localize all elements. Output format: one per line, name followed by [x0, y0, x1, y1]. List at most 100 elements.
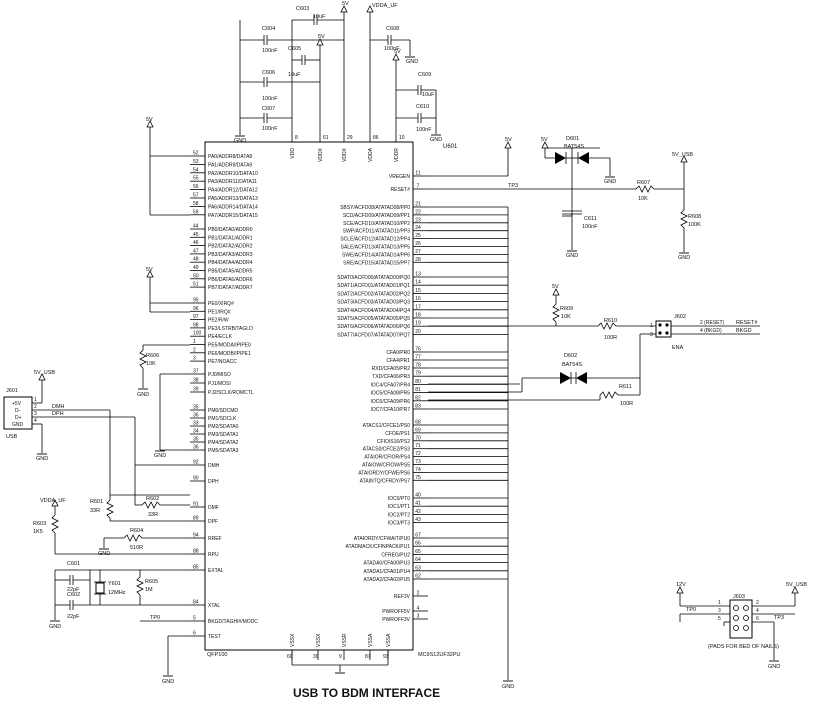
r609-ref: R609 — [560, 306, 573, 312]
bdm-header-wiring — [428, 295, 760, 401]
pin-number: 6 — [193, 631, 196, 637]
r607-ref: R607 — [637, 180, 650, 186]
pin-label: IOC7/CFA10/PR7 — [371, 407, 411, 413]
pin-number: 5 — [193, 616, 196, 622]
pin-number: 67 — [415, 533, 421, 539]
pin-label: PE0/XIRQ# — [208, 301, 234, 307]
pin-number: 27 — [415, 249, 421, 255]
pin-number: 86 — [373, 135, 379, 141]
pin-number: 77 — [415, 355, 421, 361]
pin-number: 38 — [193, 378, 199, 384]
pin-label: CFIOIS16/PS2 — [377, 439, 410, 445]
r603-ref: R603 — [33, 521, 46, 527]
c601-val: 22pF — [67, 587, 80, 593]
j601-pin1: +5V — [12, 401, 22, 407]
pin-label: SDAT2/ACFD02/ATATAD02/PQ2 — [337, 291, 410, 297]
pin-label: RPU — [208, 552, 219, 558]
pin-number: 28 — [415, 257, 421, 263]
pin-label: VSSA — [368, 633, 374, 647]
pin-number: 51 — [193, 282, 199, 288]
net-tp3-a: TP3 — [508, 183, 518, 189]
pin-number: 88 — [193, 549, 199, 555]
pin-label: IOC4/CFA07/PR4 — [371, 382, 411, 388]
pin-number: 7 — [417, 184, 420, 190]
pin-number: 20 — [415, 329, 421, 335]
pin-label: VREGEN — [389, 174, 411, 180]
pin-number: 11 — [415, 171, 420, 177]
pin-number: 68 — [415, 420, 421, 426]
c604-val: 100nF — [262, 48, 278, 54]
c610-val: 100nF — [416, 127, 432, 133]
pin-number: 54 — [193, 167, 199, 173]
pin-number: 87 — [365, 654, 371, 660]
r605-ref: R605 — [145, 579, 158, 585]
pin-label: IOC5/CFA08/PR5 — [371, 391, 411, 397]
j603-num3: 3 — [718, 608, 721, 614]
c611-ref: C611 — [584, 216, 597, 222]
pin-label: SDAT4/ACFD04/ATATAD04/PQ4 — [337, 308, 410, 314]
net-tp0-b: TP0 — [686, 607, 696, 613]
pin-label: VDDA — [368, 147, 374, 162]
net-gnd-e: GND — [154, 453, 166, 459]
pin-number: 9 — [339, 654, 342, 660]
pin-label: BKGD/TAGHI#/MODC — [208, 619, 258, 625]
pin-label: ATACS1/CFCE1/PS0 — [363, 423, 411, 429]
pin-label: PA0/ADDR8/DATA8 — [208, 154, 252, 160]
j602-num3: 3 — [650, 332, 653, 338]
pin-number: 50 — [193, 273, 199, 279]
pin-label: SDAT5/ACFD05/ATATAD05/PQ5 — [337, 316, 410, 322]
pin-label: PE7/NOACC — [208, 359, 237, 365]
pin-number: 24 — [415, 225, 421, 231]
pin-label: SDAT6/ACFD06/ATATAD06/PQ6 — [337, 324, 410, 330]
pin-label: PB3/DATA3/ADDR3 — [208, 252, 253, 258]
pin-number: 1 — [193, 339, 196, 345]
c607-val: 100nF — [262, 126, 278, 132]
j603-num6: 6 — [756, 616, 759, 622]
pin-number: 59 — [193, 209, 199, 215]
pin-number: 55 — [193, 176, 199, 182]
pin-label: ATAINTQ/CFRDY/PS7 — [360, 478, 411, 484]
pin-label: PM0/SDCMD — [208, 408, 238, 414]
pin-label: SDAT3/ACFD03/ATATAD03/PQ3 — [337, 300, 410, 306]
r606-ref: R606 — [146, 353, 159, 359]
pin-number: 53 — [193, 159, 199, 165]
pin-label: VDDX — [318, 147, 324, 162]
pin-number: 65 — [415, 549, 421, 555]
pin-label: VDD — [290, 148, 296, 159]
pin-number: 36 — [193, 445, 199, 451]
r602-val: 33R — [148, 512, 158, 518]
pin-number: 63 — [415, 565, 421, 571]
net-12v: 12V — [676, 582, 686, 588]
pin-number: 34 — [193, 429, 199, 435]
pin-number: 91 — [193, 502, 199, 508]
